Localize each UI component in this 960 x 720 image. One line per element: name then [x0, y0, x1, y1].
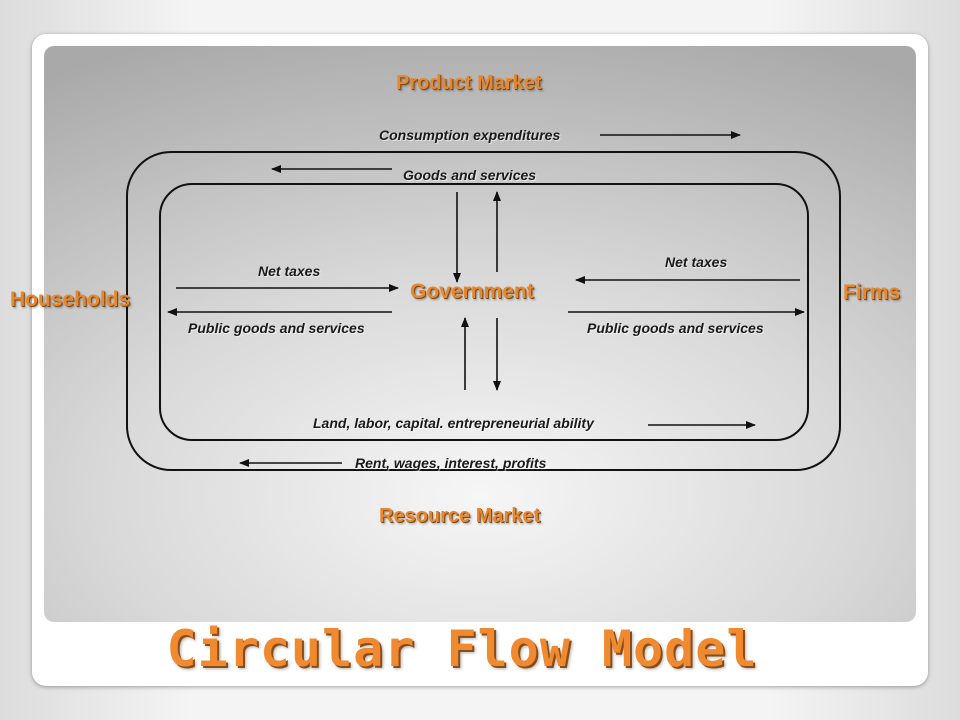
consumption-expenditures-label: Consumption expenditures	[379, 127, 561, 143]
resource-market-label: Resource Market	[379, 505, 541, 527]
outer-loop	[126, 151, 841, 471]
product-market-label: Product Market	[396, 72, 542, 94]
firms-public-goods-label: Public goods and services	[587, 320, 764, 336]
households-label: Households	[10, 288, 131, 311]
diagram-panel	[44, 46, 916, 622]
factor-payments-label: Rent, wages, interest, profits	[355, 455, 547, 471]
factors-of-production-label: Land, labor, capital. entrepreneurial ab…	[313, 415, 594, 431]
goods-and-services-label: Goods and services	[403, 167, 537, 183]
firms-net-taxes-label: Net taxes	[665, 254, 728, 270]
slide-title: Circular Flow Model	[166, 620, 758, 678]
households-public-goods-label: Public goods and services	[188, 320, 365, 336]
inner-loop	[159, 183, 809, 441]
government-label: Government	[410, 280, 534, 303]
firms-label: Firms	[843, 281, 901, 304]
households-net-taxes-label: Net taxes	[258, 263, 321, 279]
